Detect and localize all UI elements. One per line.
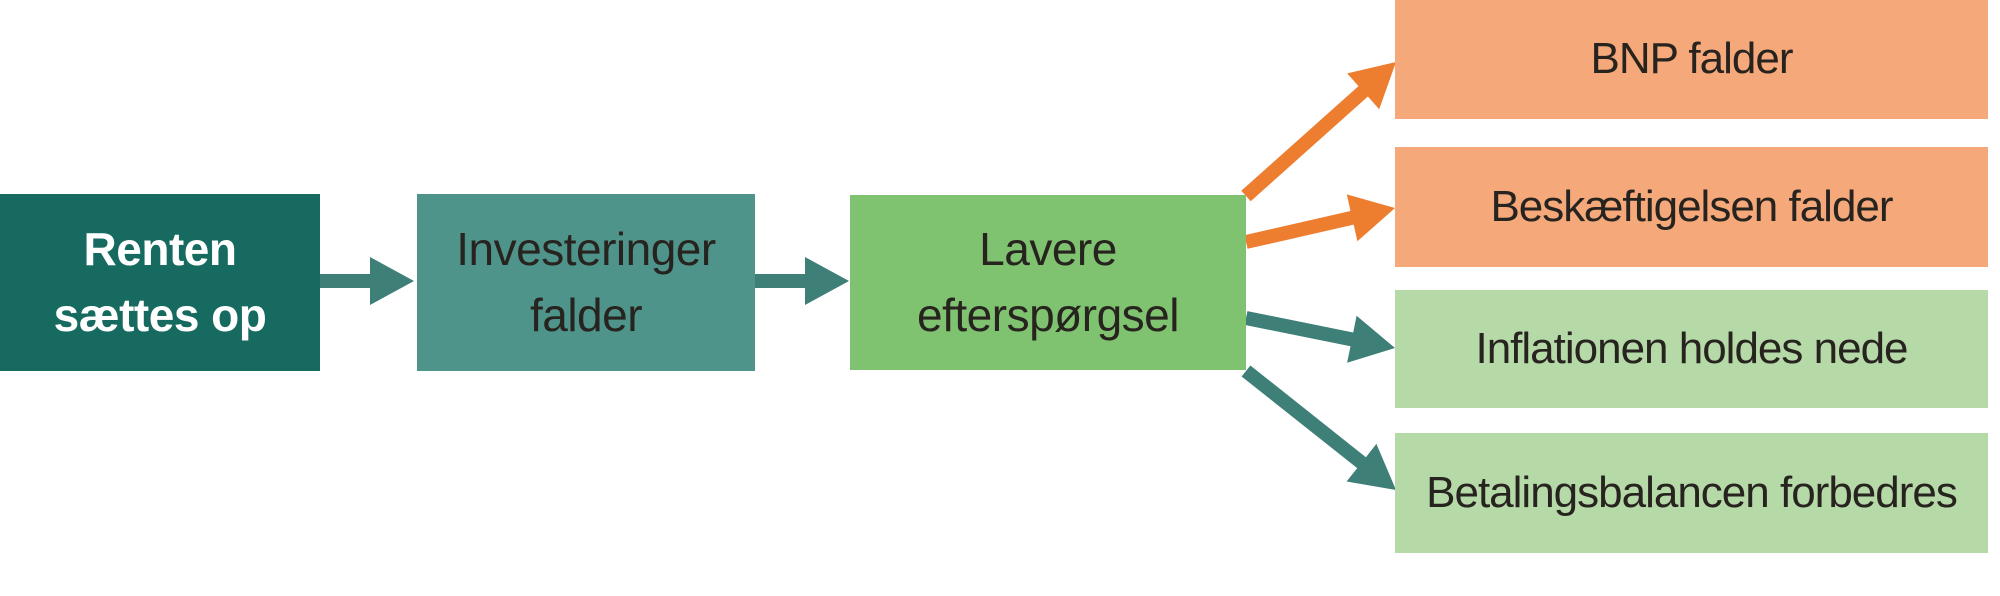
arrow-lavere-efterspoergsel-to-betalingsbalancen-forbedres xyxy=(1241,365,1396,490)
arrow-lavere-efterspoergsel-to-beskaeftigelsen-falder xyxy=(1244,194,1395,249)
node-beskaeftigelsen-falder: Beskæftigelsen falder xyxy=(1395,147,1988,267)
arrow-lavere-efterspoergsel-to-inflationen-holdes-nede xyxy=(1244,311,1395,363)
node-betalingsbalancen-forbedres: Betalingsbalancen forbedres xyxy=(1395,433,1988,553)
node-label-line: sættes op xyxy=(53,288,267,341)
arrow-investeringer-falder-to-lavere-efterspoergsel xyxy=(755,257,849,305)
node-renten-saettes-op: Renten sættes op xyxy=(0,194,320,371)
node-label-line: Investeringer xyxy=(456,223,716,276)
node-label-line: Lavere xyxy=(979,223,1117,276)
arrow-lavere-efterspoergsel-to-bnp-falder xyxy=(1241,62,1396,202)
node-bnp-falder: BNP falder xyxy=(1395,0,1988,119)
arrow-renten-saettes-op-to-investeringer-falder xyxy=(320,257,414,305)
node-label-line: efterspørgsel xyxy=(917,288,1179,341)
node-label: Inflationen holdes nede xyxy=(1475,323,1908,373)
node-label: BNP falder xyxy=(1590,34,1794,84)
node-label: Beskæftigelsen falder xyxy=(1490,181,1893,231)
node-label-line: Renten xyxy=(83,223,237,276)
node-lavere-efterspoergsel: Lavere efterspørgsel xyxy=(850,195,1246,370)
node-inflationen-holdes-nede: Inflationen holdes nede xyxy=(1395,290,1988,408)
node-label-line: falder xyxy=(529,288,643,341)
node-label: Betalingsbalancen forbedres xyxy=(1426,467,1958,517)
node-investeringer-falder: Investeringer falder xyxy=(417,194,755,371)
